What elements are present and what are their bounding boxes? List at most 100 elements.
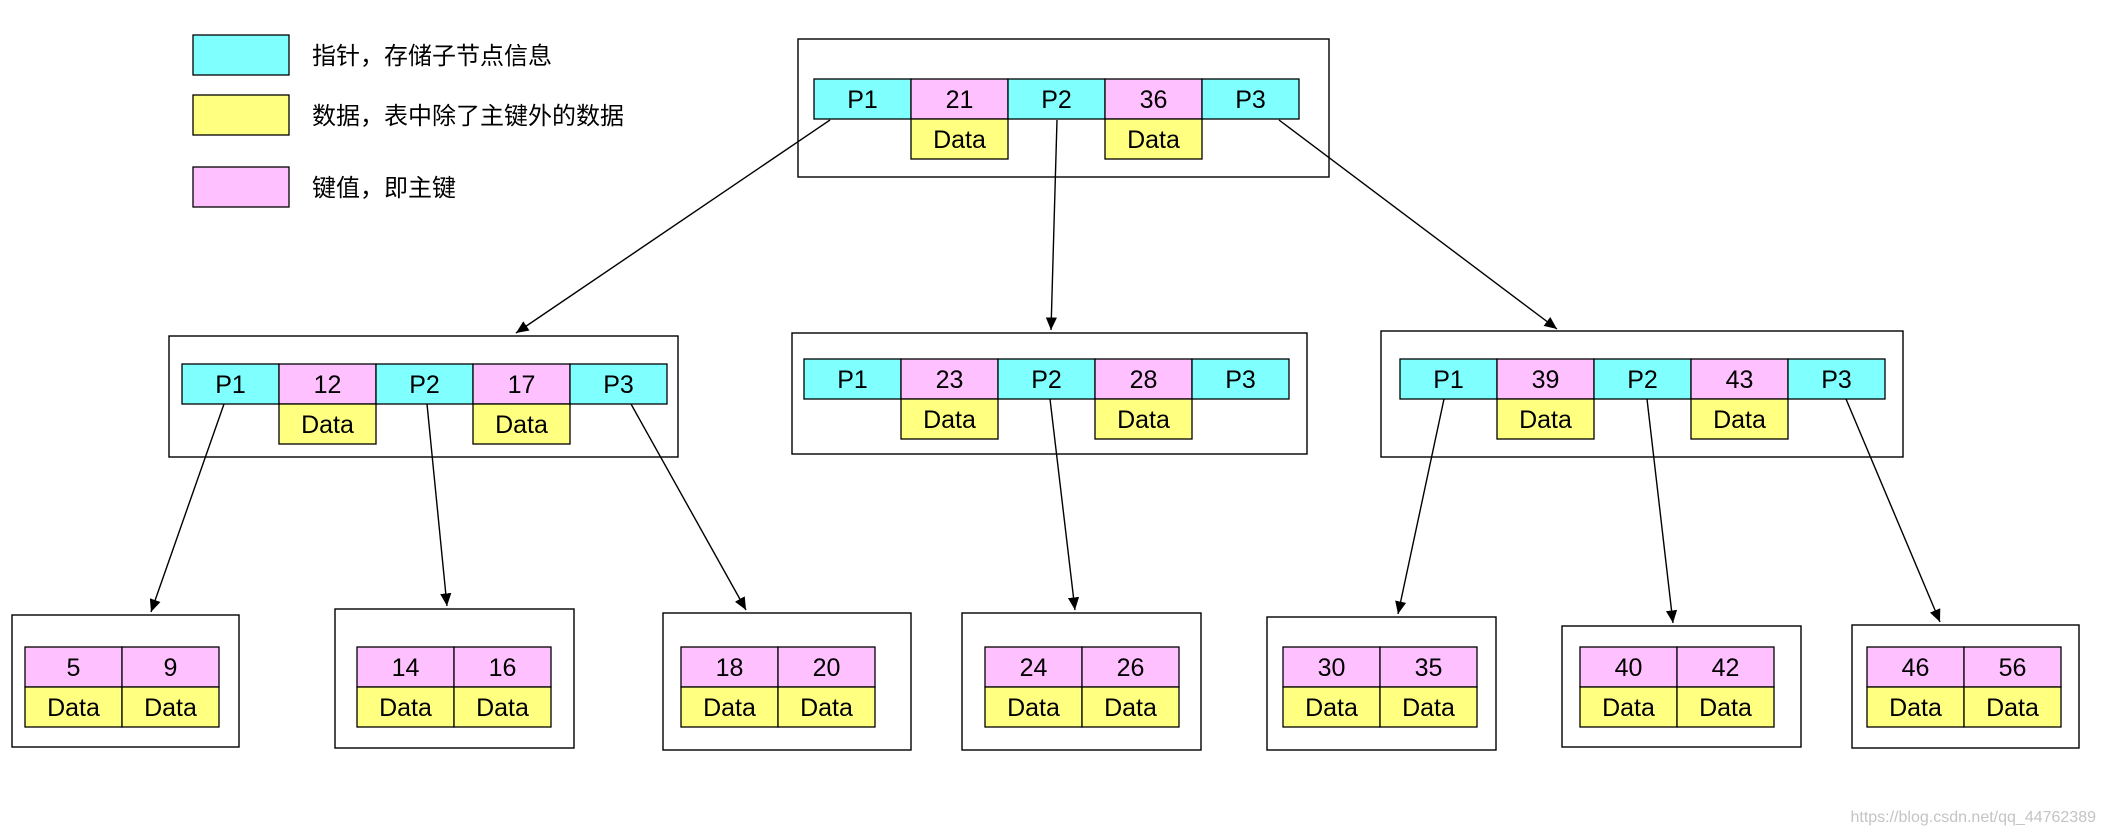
legend-label-data: 数据，表中除了主键外的数据 bbox=[312, 102, 624, 130]
internal-node-2-key-1-label: 23 bbox=[936, 366, 964, 394]
leaf-node-2-data-2: Data bbox=[453, 686, 552, 728]
internal-node-1-pointer-p1-label: P1 bbox=[215, 371, 246, 399]
internal-node-3-data-2-label: Data bbox=[1713, 406, 1766, 434]
internal-node-1-pointer-p1: P1 bbox=[181, 363, 280, 405]
leaf-node-7-frame bbox=[1851, 624, 2080, 749]
internal-node-3-key-2-label: 43 bbox=[1726, 366, 1754, 394]
root-node-pointer-p1-label: P1 bbox=[847, 86, 878, 114]
root-node-pointer-p2-label: P2 bbox=[1041, 86, 1072, 114]
internal-node-2-key-1: 23 bbox=[900, 358, 999, 400]
leaf-node-5-frame bbox=[1266, 616, 1497, 751]
internal-node-1-key-2: 17 bbox=[472, 363, 571, 405]
internal-node-3-key-1-label: 39 bbox=[1532, 366, 1560, 394]
internal-node-1-data-2-label: Data bbox=[495, 411, 548, 439]
internal-node-2-data-1-label: Data bbox=[923, 406, 976, 434]
leaf-node-7-data-2: Data bbox=[1963, 686, 2062, 728]
leaf-node-4-data-1-label: Data bbox=[1007, 694, 1060, 722]
leaf-node-4-data-1: Data bbox=[984, 686, 1083, 728]
internal-node-2-pointer-p2: P2 bbox=[997, 358, 1096, 400]
edge-internal-1-p2 bbox=[426, 403, 452, 607]
internal-node-2-pointer-p2-label: P2 bbox=[1031, 366, 1062, 394]
legend-swatch-key bbox=[192, 166, 290, 208]
internal-node-3-pointer-p2-label: P2 bbox=[1627, 366, 1658, 394]
root-node-frame bbox=[797, 38, 1330, 178]
internal-node-3-key-1: 39 bbox=[1496, 358, 1595, 400]
leaf-node-6-key-1-label: 40 bbox=[1615, 654, 1643, 682]
root-node-data-2: Data bbox=[1104, 118, 1203, 160]
internal-node-1-key-2-label: 17 bbox=[508, 371, 536, 399]
root-node-data-1: Data bbox=[910, 118, 1009, 160]
internal-node-2-data-1: Data bbox=[900, 398, 999, 440]
internal-node-1-data-2: Data bbox=[472, 403, 571, 445]
leaf-node-4-key-2-label: 26 bbox=[1117, 654, 1145, 682]
root-node-pointer-p2: P2 bbox=[1007, 78, 1106, 120]
internal-node-3-pointer-p3-label: P3 bbox=[1821, 366, 1852, 394]
internal-node-3-key-2: 43 bbox=[1690, 358, 1789, 400]
internal-node-3-frame bbox=[1380, 330, 1904, 458]
leaf-node-2-key-2-label: 16 bbox=[489, 654, 517, 682]
leaf-node-5-data-2-label: Data bbox=[1402, 694, 1455, 722]
internal-node-1-data-1: Data bbox=[278, 403, 377, 445]
leaf-node-2-key-1: 14 bbox=[356, 646, 455, 688]
internal-node-1-pointer-p3: P3 bbox=[569, 363, 668, 405]
leaf-node-6-data-2: Data bbox=[1676, 686, 1775, 728]
leaf-node-6-key-2: 42 bbox=[1676, 646, 1775, 688]
leaf-node-6-frame bbox=[1561, 625, 1802, 748]
leaf-node-6-data-2-label: Data bbox=[1699, 694, 1752, 722]
legend-item-key: 键值，即主键 bbox=[192, 166, 456, 208]
internal-node-1-pointer-p3-label: P3 bbox=[603, 371, 634, 399]
leaf-node-5-key-1-label: 30 bbox=[1318, 654, 1346, 682]
leaf-node-1-key-2: 9 bbox=[121, 646, 220, 688]
edge-internal-1-p1 bbox=[149, 403, 225, 613]
root-node-pointer-p1: P1 bbox=[813, 78, 912, 120]
watermark: https://blog.csdn.net/qq_44762389 bbox=[1850, 809, 2096, 826]
leaf-node-7-data-1: Data bbox=[1866, 686, 1965, 728]
internal-node-2-key-2-label: 28 bbox=[1130, 366, 1158, 394]
leaf-node-1-data-2-label: Data bbox=[144, 694, 197, 722]
leaf-node-2-data-1-label: Data bbox=[379, 694, 432, 722]
leaf-node-3-frame bbox=[662, 612, 912, 751]
leaf-node-7-key-2: 56 bbox=[1963, 646, 2062, 688]
internal-node-3-pointer-p3: P3 bbox=[1787, 358, 1886, 400]
internal-node-1-data-1-label: Data bbox=[301, 411, 354, 439]
leaf-node-3-data-1-label: Data bbox=[703, 694, 756, 722]
leaf-node-7-key-1: 46 bbox=[1866, 646, 1965, 688]
internal-node-1-frame bbox=[168, 335, 679, 458]
tree-edges bbox=[149, 119, 1941, 624]
leaf-node-3-key-1: 18 bbox=[680, 646, 779, 688]
edge-root-p1 bbox=[515, 119, 831, 334]
leaf-node-2-data-2-label: Data bbox=[476, 694, 529, 722]
leaf-node-3-key-2-label: 20 bbox=[813, 654, 841, 682]
edge-internal-3-p2 bbox=[1646, 398, 1678, 624]
leaf-node-1-data-1-label: Data bbox=[47, 694, 100, 722]
leaf-node-6-data-1: Data bbox=[1579, 686, 1678, 728]
root-node-data-1-label: Data bbox=[933, 126, 986, 154]
legend-item-data: 数据，表中除了主键外的数据 bbox=[192, 94, 624, 136]
leaf-node-1-data-1: Data bbox=[24, 686, 123, 728]
legend-label-pointer: 指针，存储子节点信息 bbox=[312, 42, 552, 70]
internal-node-3-data-2: Data bbox=[1690, 398, 1789, 440]
leaf-node-6-data-1-label: Data bbox=[1602, 694, 1655, 722]
root-node-key-1: 21 bbox=[910, 78, 1009, 120]
leaf-node-5-key-1: 30 bbox=[1282, 646, 1381, 688]
internal-node-2-pointer-p1: P1 bbox=[803, 358, 902, 400]
leaf-node-5-data-1-label: Data bbox=[1305, 694, 1358, 722]
internal-node-1-key-1: 12 bbox=[278, 363, 377, 405]
leaf-node-3-key-2: 20 bbox=[777, 646, 876, 688]
internal-node-1-key-1-label: 12 bbox=[314, 371, 342, 399]
leaf-node-4-data-2-label: Data bbox=[1104, 694, 1157, 722]
leaf-node-7-key-2-label: 56 bbox=[1999, 654, 2027, 682]
edge-root-p3 bbox=[1278, 119, 1558, 330]
leaf-node-7-data-2-label: Data bbox=[1986, 694, 2039, 722]
edge-internal-3-p3 bbox=[1845, 398, 1941, 623]
internal-node-3-pointer-p2: P2 bbox=[1593, 358, 1692, 400]
internal-node-2-data-2-label: Data bbox=[1117, 406, 1170, 434]
